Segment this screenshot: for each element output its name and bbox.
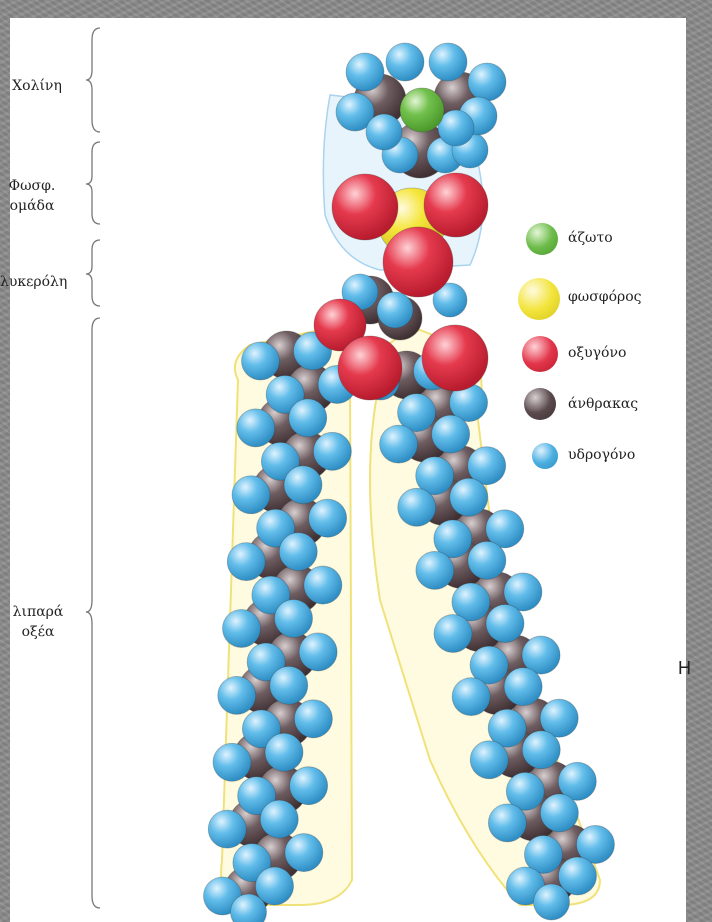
oxygen-atom bbox=[338, 336, 402, 400]
hydrogen-atom bbox=[309, 499, 347, 537]
hydrogen-atom bbox=[450, 478, 488, 516]
hydrogen-atom bbox=[299, 633, 337, 671]
hydrogen-atom bbox=[208, 810, 246, 848]
hydrogen-atom bbox=[275, 600, 313, 638]
region-label-fatty-acids-2: οξέα bbox=[8, 622, 68, 642]
oxygen-atom bbox=[332, 174, 398, 240]
oxygen-atom bbox=[383, 227, 453, 297]
legend-swatch-phosphorus bbox=[518, 278, 560, 320]
region-braces bbox=[86, 28, 100, 908]
nitrogen-atom bbox=[400, 88, 444, 132]
legend-label-carbon: άνθρακας bbox=[568, 396, 638, 412]
hydrogen-atom bbox=[284, 466, 322, 504]
hydrogen-atom bbox=[265, 733, 303, 771]
hydrogen-atom bbox=[313, 432, 351, 470]
legend-swatch-hydrogen bbox=[532, 443, 558, 469]
hydrogen-atom bbox=[279, 533, 317, 571]
region-label-fatty-acids-1: λιπαρά bbox=[8, 602, 68, 622]
hydrogen-atom bbox=[429, 43, 467, 81]
hydrogen-atom bbox=[304, 566, 342, 604]
hydrogen-atom bbox=[285, 834, 323, 872]
edge-letter: H bbox=[678, 658, 691, 679]
hydrogen-atom bbox=[522, 731, 560, 769]
legend-swatch-carbon bbox=[524, 388, 556, 420]
hydrogen-atom bbox=[294, 700, 332, 738]
hydrogen-atom bbox=[504, 668, 542, 706]
legend-label-oxygen: οξυγόνο bbox=[568, 345, 626, 361]
hydrogen-atom bbox=[377, 292, 413, 328]
hydrogen-atom bbox=[468, 541, 506, 579]
hydrogen-atom bbox=[232, 476, 270, 514]
legend-label-nitrogen: άζωτο bbox=[568, 230, 613, 246]
hydrogen-atom bbox=[346, 53, 384, 91]
hydrogen-atom bbox=[213, 743, 251, 781]
hydrogen-atom bbox=[227, 543, 265, 581]
hydrogen-atom bbox=[218, 676, 256, 714]
legend-swatch-oxygen bbox=[522, 336, 558, 372]
oxygen-atom bbox=[422, 325, 488, 391]
hydrogen-atom bbox=[434, 615, 472, 653]
hydrogen-atom bbox=[432, 415, 470, 453]
hydrogen-atom bbox=[470, 741, 508, 779]
region-label-phosphate-1: Φωσφ. bbox=[2, 176, 62, 196]
hydrogen-atom bbox=[416, 551, 454, 589]
hydrogen-atom bbox=[242, 342, 280, 380]
hydrogen-atom bbox=[468, 63, 506, 101]
hydrogen-atom bbox=[452, 678, 490, 716]
legend-swatch-nitrogen bbox=[526, 223, 558, 255]
hydrogen-atom bbox=[386, 43, 424, 81]
legend-label-phosphorus: φωσφόρος bbox=[568, 289, 642, 305]
hydrogen-atom bbox=[270, 666, 308, 704]
hydrogen-atom bbox=[540, 794, 578, 832]
region-label-glycerol: λυκερόλη bbox=[0, 272, 70, 292]
hydrogen-atom bbox=[237, 409, 275, 447]
hydrogen-atom bbox=[290, 767, 328, 805]
hydrogen-atom bbox=[534, 884, 570, 920]
region-label-phosphate-2: ομάδα bbox=[2, 196, 62, 216]
hydrogen-atom bbox=[398, 488, 436, 526]
hydrogen-atom bbox=[260, 800, 298, 838]
hydrogen-atom bbox=[488, 804, 526, 842]
oxygen-atom bbox=[424, 173, 488, 237]
legend-label-hydrogen: υδρογόνο bbox=[568, 447, 635, 463]
hydrogen-atom bbox=[366, 114, 402, 150]
region-label-choline: Χολίνη bbox=[2, 76, 72, 96]
hydrogen-atom bbox=[486, 605, 524, 643]
hydrogen-atom bbox=[380, 425, 418, 463]
hydrogen-atom bbox=[223, 610, 261, 648]
hydrogen-atom bbox=[289, 399, 327, 437]
